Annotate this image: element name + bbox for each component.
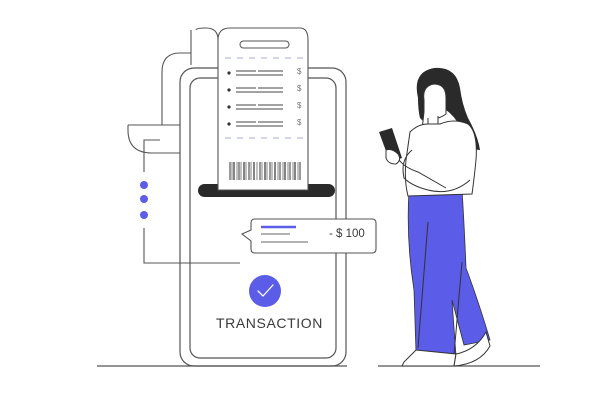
transaction-status-label: TRANSACTION [216, 315, 323, 331]
pants [407, 189, 491, 357]
receipt-item [227, 121, 283, 127]
receipt-item-price: $ [297, 84, 302, 93]
receipt-item [227, 104, 283, 110]
receipt [195, 27, 309, 191]
checkmark-icon [249, 275, 281, 307]
barcode [229, 162, 301, 180]
side-dots [140, 181, 148, 219]
sweater [404, 120, 477, 197]
shoe-right [453, 330, 491, 367]
connector-line [143, 139, 240, 264]
transaction-amount: - $ 100 [329, 228, 365, 240]
receipt-item [227, 87, 283, 93]
shoe-left [401, 349, 457, 367]
paper-roll-back [127, 30, 192, 154]
person-figure [379, 67, 491, 367]
receipt-item-price: $ [297, 67, 302, 76]
receipt-top-slot [239, 40, 290, 49]
receipt-item-price: $ [297, 101, 302, 110]
notification-bubble [240, 218, 377, 254]
receipt-item [227, 70, 283, 76]
receipt-item-price: $ [297, 118, 302, 127]
